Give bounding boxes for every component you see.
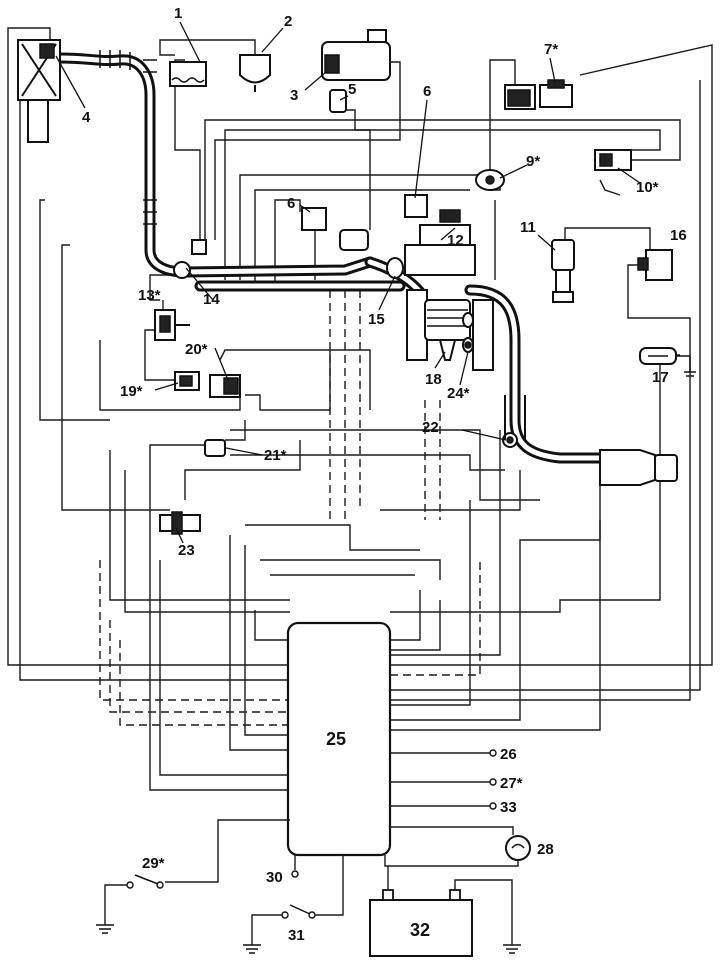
ecu-inputs-right [384, 749, 531, 867]
label-1: 1 [174, 5, 182, 22]
label-12: 12 [447, 232, 464, 249]
switch-29 [96, 819, 290, 934]
label-31: 31 [288, 927, 305, 944]
label-22: 22 [422, 419, 439, 436]
throttle-body-12 [339, 209, 476, 276]
label-11: 11 [520, 219, 536, 236]
label-7: 7* [544, 41, 558, 58]
sensor-5 [329, 89, 347, 113]
air-intake-duct [54, 50, 606, 464]
ecu-number: 25 [326, 729, 346, 749]
throttle-14 [173, 239, 207, 279]
sensor-15 [386, 257, 404, 279]
label-29: 29* [142, 855, 165, 872]
label-14: 14 [203, 291, 220, 308]
injector-11 [551, 239, 575, 303]
valve-20 [209, 374, 241, 398]
leader-lines [55, 21, 641, 544]
label-27: 27* [500, 775, 523, 792]
label-21: 21* [264, 447, 287, 464]
valve-7 [504, 79, 573, 110]
label-23: 23 [178, 542, 195, 559]
valve-10 [594, 149, 632, 171]
label-5: 5 [348, 81, 356, 98]
component-labels: 1 2 3 4 5 6 6 7* 9* 10* 11 12 13* 14 15 … [82, 5, 687, 944]
label-6a: 6 [423, 83, 431, 100]
label-3: 3 [290, 87, 298, 104]
label-17: 17 [652, 369, 669, 386]
valve-9 [475, 169, 505, 191]
label-19: 19* [120, 383, 143, 400]
engine-cylinder [406, 289, 494, 371]
module-16 [637, 249, 673, 281]
label-13: 13* [138, 287, 161, 304]
sensor-24 [464, 341, 472, 349]
label-15: 15 [368, 311, 385, 328]
label-33: 33 [500, 799, 517, 816]
charcoal-canister [239, 54, 271, 92]
sensor-21 [204, 439, 226, 457]
relay-17 [639, 347, 696, 377]
sensor-6b [301, 207, 327, 231]
label-16: 16 [670, 227, 687, 244]
egr-valve-13 [154, 309, 190, 341]
label-24: 24* [447, 385, 470, 402]
label-30: 30 [266, 869, 283, 886]
label-6b: 6 [287, 195, 295, 212]
oxygen-sensor-22 [502, 432, 518, 448]
label-9: 9* [526, 153, 540, 170]
sensor-6a [404, 194, 428, 218]
label-10: 10* [636, 179, 659, 196]
air-cleaner [17, 39, 61, 143]
battery-32: 32 [369, 866, 521, 957]
label-2: 2 [284, 13, 292, 30]
switch-31 [243, 855, 344, 954]
valve-19 [174, 371, 200, 391]
label-4: 4 [82, 109, 91, 126]
sensor-23 [159, 511, 201, 535]
label-26: 26 [500, 746, 517, 763]
catalytic-converter [504, 395, 678, 486]
battery-number: 32 [410, 920, 430, 940]
ecu-25: 25 [286, 621, 392, 857]
terminal-30 [291, 855, 299, 878]
label-18: 18 [425, 371, 442, 388]
label-28: 28 [537, 841, 554, 858]
coolant-reservoir [321, 29, 391, 81]
wiring-harness [7, 27, 713, 791]
fuel-tank-vent [169, 61, 207, 87]
label-20: 20* [185, 341, 208, 358]
